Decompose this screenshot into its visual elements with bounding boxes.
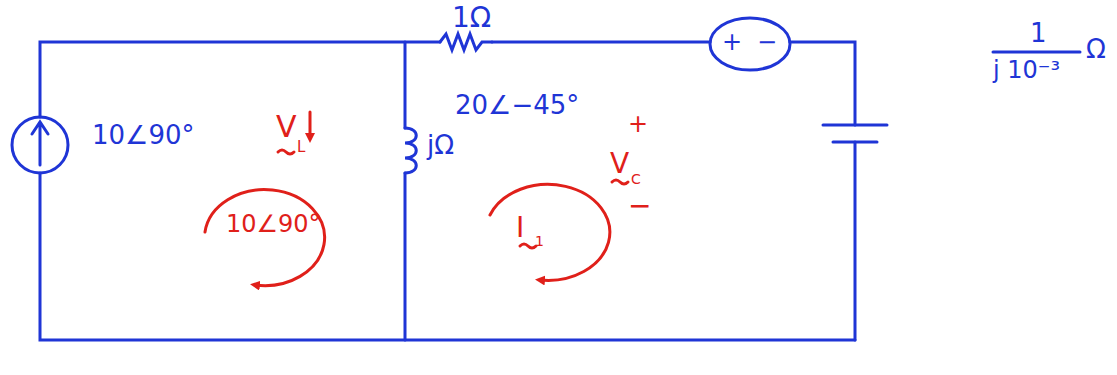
capacitor-symbol [823, 125, 887, 142]
voltage-name: V [610, 150, 629, 178]
voltage-subscript: L [297, 140, 305, 155]
polarity-mark: + [628, 112, 648, 136]
voltage-name: V [276, 112, 297, 142]
loop-current-subscript: 1 [535, 234, 544, 248]
capacitor-value: j 10⁻³ [993, 58, 1060, 82]
resistor-symbol [440, 34, 492, 50]
inductor-value: jΩ [427, 132, 454, 158]
voltage-source [710, 18, 790, 70]
source-value: 20∠−45° [455, 92, 579, 118]
unit: Ω [1086, 36, 1106, 62]
source-polarity: − [757, 30, 777, 54]
polarity-mark: − [628, 192, 651, 220]
resistor-value: 1Ω [452, 4, 491, 32]
source-polarity: + [722, 30, 742, 54]
voltage-subscript: C [631, 172, 641, 186]
loop-current: 10∠90° [226, 212, 321, 236]
loop-current-name: I [516, 214, 524, 242]
inductor-symbol [405, 128, 416, 173]
capacitor-value: 1 [1030, 20, 1047, 46]
wires [12, 18, 1080, 340]
annotations [205, 112, 628, 286]
source-value: 10∠90° [92, 122, 194, 148]
current-source [12, 117, 68, 173]
